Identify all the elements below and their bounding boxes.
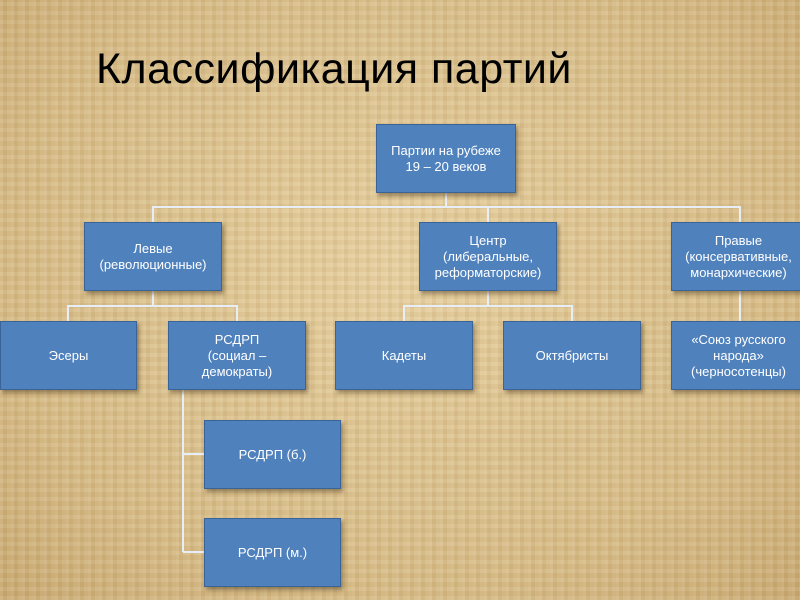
node-rsdrp-m: РСДРП (м.): [204, 518, 341, 587]
node-rsdrp: РСДРП (социал – демократы): [168, 321, 306, 390]
node-rsdrp-b: РСДРП (б.): [204, 420, 341, 489]
node-esery: Эсеры: [0, 321, 137, 390]
connector-root-level1: [152, 193, 741, 222]
connector-left-children: [67, 291, 238, 321]
node-oktyabristy: Октябристы: [503, 321, 641, 390]
node-kadety: Кадеты: [335, 321, 473, 390]
node-soyuz: «Союз русского народа» (черносотенцы): [671, 321, 800, 390]
node-right: Правые (консервативные, монархические): [671, 222, 800, 291]
node-left: Левые (революционные): [84, 222, 222, 291]
connector-center-children: [403, 291, 573, 321]
page-title: Классификация партий: [96, 45, 572, 93]
connector-rsdrp-factions: [182, 390, 204, 553]
node-center: Центр (либеральные, реформаторские): [419, 222, 557, 291]
node-root: Партии на рубеже 19 – 20 веков: [376, 124, 516, 193]
